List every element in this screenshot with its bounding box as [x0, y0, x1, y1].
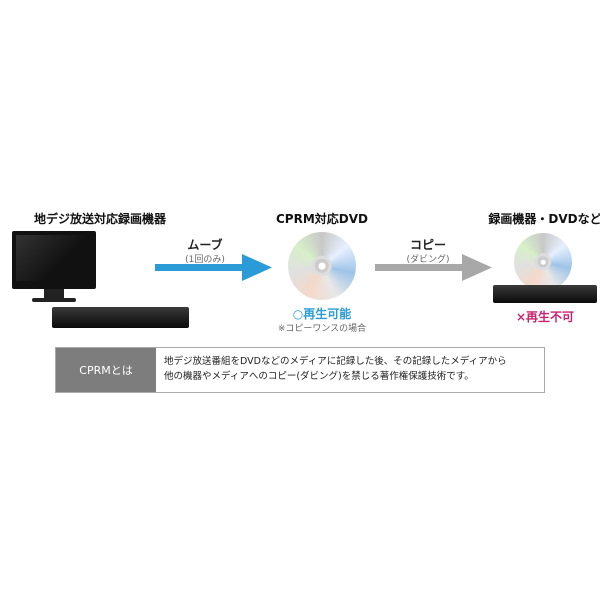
recorder-icon-2 [493, 285, 597, 303]
destination-title: 録画機器・DVDなど [488, 212, 600, 226]
info-text: 地デジ放送番組をDVDなどのメディアに記録した後、その記録したメディアから 他の… [156, 348, 515, 392]
dvd-disc-icon [288, 232, 356, 300]
tv-icon [12, 231, 96, 289]
copy-label: コピー [409, 238, 447, 252]
recorder-icon [52, 307, 189, 328]
tv-stand [44, 289, 64, 299]
dvd-disc-icon-2 [514, 233, 572, 291]
middle-title: CPRM対応DVD [276, 212, 368, 226]
tv-base [32, 298, 76, 302]
info-label: CPRMとは [56, 348, 156, 392]
info-line-1: 地デジ放送番組をDVDなどのメディアに記録した後、その記録したメディアから [164, 356, 507, 367]
move-label: ムーブ [187, 238, 223, 252]
source-title: 地デジ放送対応録画機器 [33, 212, 167, 226]
move-sublabel: (1回のみ) [185, 255, 225, 265]
move-arrow-icon [155, 254, 272, 281]
not-playable-status: ×再生不可 [515, 310, 575, 324]
info-line-2: 他の機器やメディアへのコピー(ダビング)を禁じる著作権保護技術です。 [164, 371, 474, 382]
cprm-info-box: CPRMとは 地デジ放送番組をDVDなどのメディアに記録した後、その記録したメデ… [55, 347, 545, 393]
copy-arrow-icon [375, 254, 492, 281]
copy-sublabel: (ダビング) [406, 255, 450, 265]
playable-status: ○再生可能 [292, 307, 352, 321]
copy-once-note: ※コピーワンスの場合 [277, 324, 367, 334]
